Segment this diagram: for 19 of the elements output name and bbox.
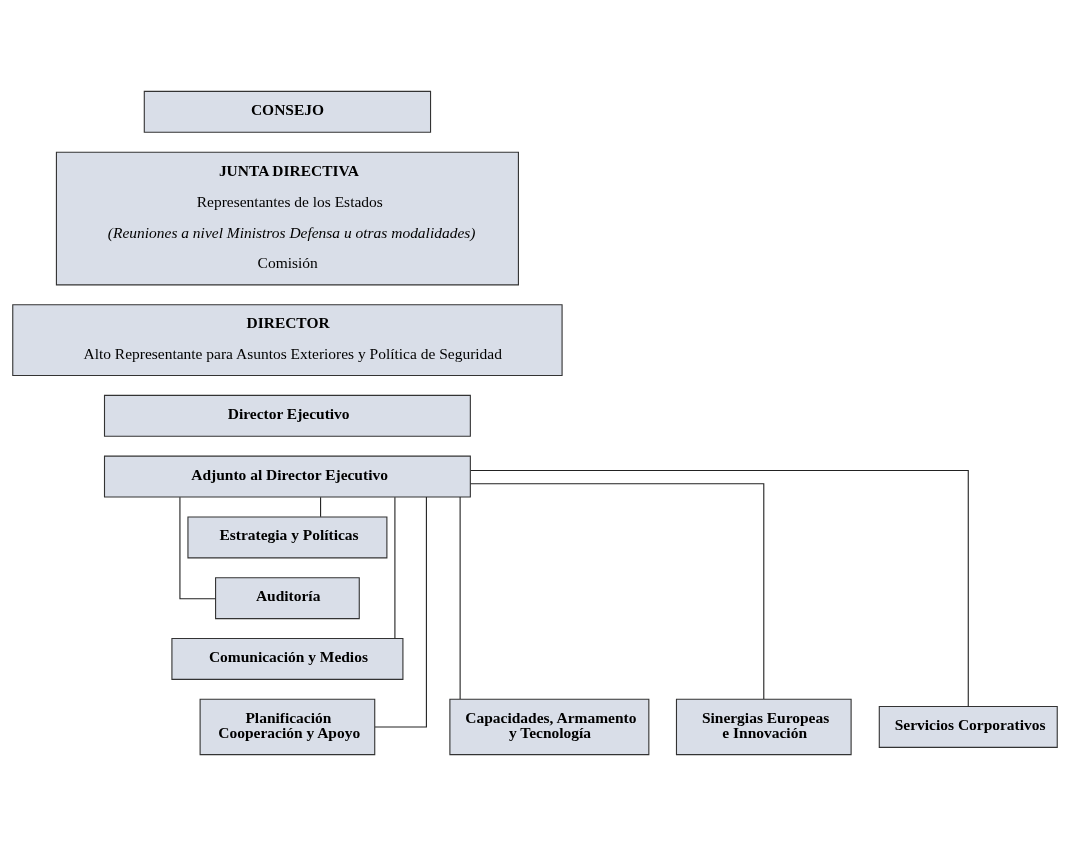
connector: [179, 496, 216, 600]
node-box: Adjunto al Director Ejecutivo: [103, 455, 471, 498]
connector: [459, 496, 461, 700]
connector: [374, 496, 427, 728]
node-box: Sinergias Europeas e Innovación: [675, 698, 852, 756]
node-box: JUNTA DIRECTIVA Representantes de los Estados (Reuniones a nivel Ministros Defensa u otras modalidades) Comisión: [55, 151, 519, 286]
node-box: Director Ejecutivo: [103, 394, 471, 437]
node-box: Capacidades, Armamento y Tecnología: [449, 698, 650, 756]
connector: [470, 483, 765, 700]
node-box: Estrategia y Políticas: [187, 516, 388, 559]
node-box: Comunicación y Medios: [171, 637, 404, 680]
node-box: CONSEJO: [143, 90, 432, 133]
connector: [470, 469, 969, 707]
node-box: Servicios Corporativos: [878, 705, 1058, 748]
connector: [320, 496, 322, 518]
node-box: Planificación Cooperación y Apoyo: [199, 698, 376, 756]
node-box: Auditoría: [215, 577, 360, 620]
connector: [394, 496, 396, 639]
node-box: DIRECTOR Alto Representante para Asuntos Exteriores y Política de Seguridad: [12, 304, 563, 377]
